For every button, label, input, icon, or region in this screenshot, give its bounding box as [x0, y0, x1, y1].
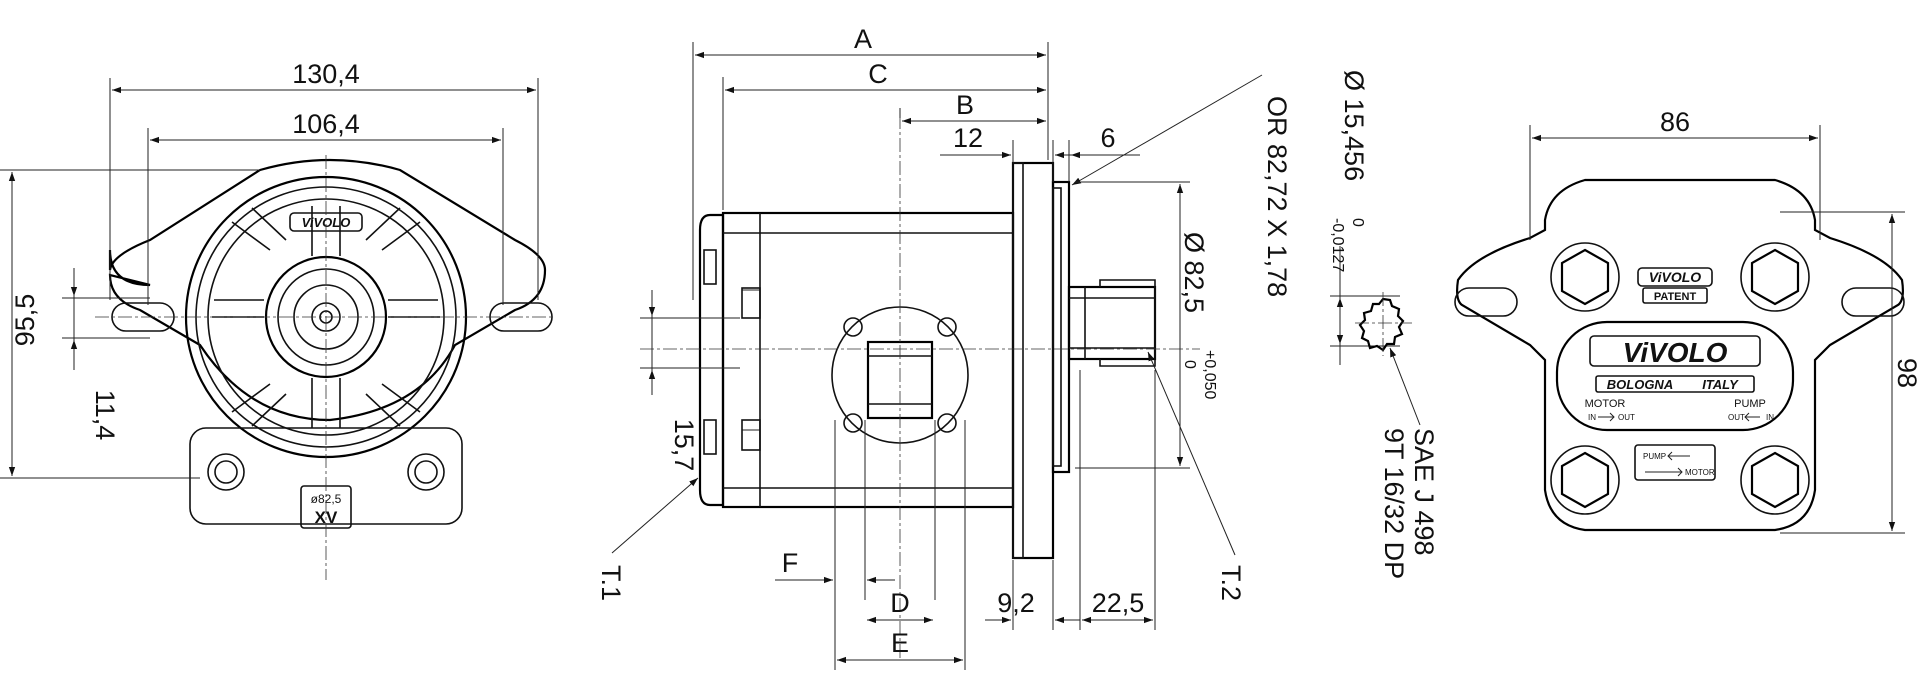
pilot-tol-upper: +0,050 [1201, 350, 1218, 399]
rear-bolts [1550, 242, 1810, 515]
spline-tol-upper: 0 [1349, 218, 1366, 227]
spline-profile [1358, 297, 1405, 352]
dim-86: 86 [1660, 107, 1690, 137]
dim-6: 6 [1100, 123, 1115, 153]
rear-pump-in: IN [1766, 413, 1774, 422]
rear-flange-outline [1456, 178, 1904, 532]
oring-leader [1071, 74, 1263, 186]
spline-leader [1389, 347, 1421, 426]
side-view: A C B 12 6 OR 82,72 X 1,78 Ø 82,5 +0,050… [596, 24, 1292, 670]
spline-std: SAE J 498 [1409, 428, 1439, 556]
rear-logo-small: ViVOLO [1649, 269, 1701, 285]
rear-pump: PUMP [1734, 398, 1766, 410]
rear-right-slot [1841, 287, 1905, 317]
t2-leader [1147, 351, 1236, 556]
front-view: ViVOLO ø82,5 XV 130,4 106,4 95,5 11,4 [0, 59, 555, 580]
spline-spec: 9T 16/32 DP [1379, 428, 1409, 579]
side-flange [1011, 161, 1055, 560]
pilot-tol-lower: 0 [1181, 360, 1198, 369]
dim-b: B [956, 90, 974, 120]
dim-95-5: 95,5 [10, 294, 40, 347]
label-t1: T.1 [596, 565, 626, 601]
front-port-left [207, 453, 245, 491]
rear-pump-out: OUT [1728, 413, 1745, 422]
dim-98: 98 [1892, 358, 1922, 388]
dim-130-4: 130,4 [292, 59, 360, 89]
shaft-view: Ø 15,456 0 -0,0127 SAE J 498 9T 16/32 DP [1329, 70, 1439, 579]
rear-patent: PATENT [1654, 291, 1697, 303]
rear-motor-in: IN [1588, 413, 1596, 422]
side-rear-cover [698, 213, 725, 507]
rear-view: ViVOLO PATENT ViVOLO BOLOGNA ITALY MOTOR… [1454, 107, 1922, 534]
dim-a: A [854, 24, 872, 54]
dim-d: D [890, 588, 910, 618]
rear-main-plate [1555, 320, 1795, 432]
dim-f: F [782, 548, 799, 578]
front-logo: ViVOLO [302, 215, 351, 230]
front-badge-diameter: ø82,5 [311, 492, 342, 506]
rear-plate-motor: MOTOR [1685, 468, 1715, 477]
label-t2: T.2 [1216, 565, 1246, 601]
dim-11-4: 11,4 [90, 390, 120, 441]
front-port-right [407, 453, 445, 491]
dim-c: C [868, 59, 888, 89]
dim-e: E [891, 628, 909, 658]
rear-motor-out: OUT [1618, 413, 1635, 422]
front-flange-outline [108, 158, 547, 422]
dim-22-5: 22,5 [1092, 588, 1145, 618]
pilot-diameter: Ø 82,5 [1179, 232, 1209, 313]
oring-label: OR 82,72 X 1,78 [1262, 96, 1292, 297]
spline-diameter: Ø 15,456 [1339, 70, 1369, 181]
rear-bologna: BOLOGNA [1607, 377, 1673, 392]
rear-logo-small-plate [1637, 267, 1713, 287]
rear-patent-plate [1642, 287, 1708, 304]
rear-pump-motor-plate [1634, 444, 1716, 481]
rear-logo-big: ViVOLO [1623, 337, 1728, 368]
dim-15-7: 15,7 [669, 419, 699, 472]
rear-left-slot [1454, 287, 1518, 317]
dim-106-4: 106,4 [292, 109, 360, 139]
spline-tol-lower: -0,0127 [1329, 218, 1346, 272]
rear-italy: ITALY [1702, 377, 1739, 392]
t1-leader [611, 477, 699, 554]
rear-motor: MOTOR [1585, 398, 1626, 410]
dim-9-2: 9,2 [997, 588, 1035, 618]
dim-12: 12 [953, 123, 983, 153]
rear-plate-pump: PUMP [1643, 452, 1666, 461]
